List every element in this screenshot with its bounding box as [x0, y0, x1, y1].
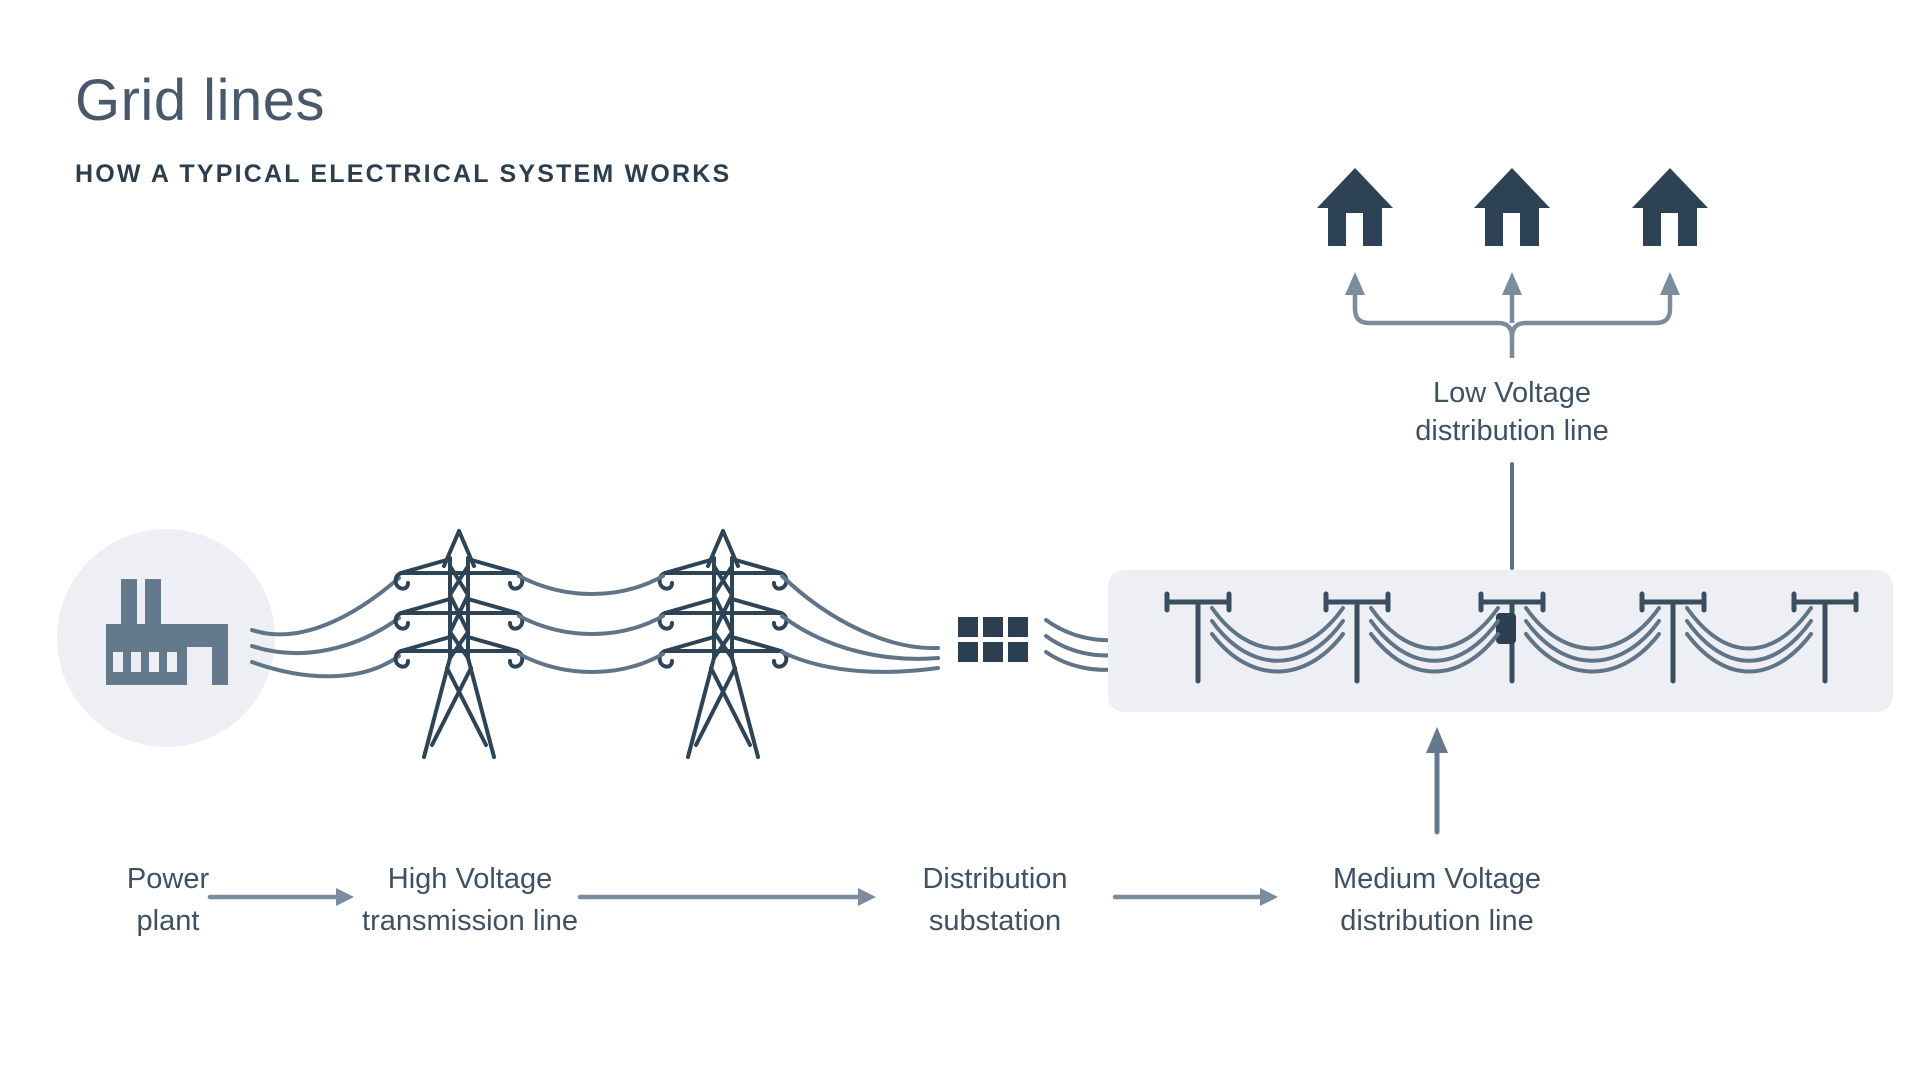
factory-icon	[106, 579, 228, 685]
house-icon	[1474, 168, 1550, 246]
transmission-tower-icon	[393, 529, 525, 759]
utility-pole-icon	[1164, 591, 1859, 684]
house-icon	[1317, 168, 1393, 246]
flow-label-medium-voltage-distribution-line: Medium Voltage distribution line	[1333, 863, 1541, 937]
transmission-tower-icon	[657, 529, 789, 759]
flow-label-distribution-substation: Distribution substation	[922, 863, 1068, 937]
power-line-icon	[780, 574, 940, 674]
flow-label-high-voltage-transmission-line: High Voltage transmission line	[362, 863, 578, 937]
substation-grid-icon	[958, 617, 1028, 662]
arrow-up-icon	[1426, 727, 1448, 835]
page-subtitle: HOW A TYPICAL ELECTRICAL SYSTEM WORKS	[75, 160, 732, 188]
power-line-icon	[1210, 606, 1813, 674]
house-icon	[1632, 168, 1708, 246]
page-title: Grid lines	[75, 68, 325, 133]
arrow-right-icon	[207, 888, 354, 906]
branch-connector-icon	[1345, 272, 1680, 358]
arrow-right-icon	[1112, 888, 1278, 906]
transformer-icon	[1496, 613, 1516, 644]
flow-label-power-plant: Power plant	[126, 863, 210, 937]
power-line-icon	[517, 574, 665, 674]
arrow-right-icon	[577, 888, 876, 906]
power-line-icon	[250, 576, 401, 679]
low-voltage-label: Low Voltage distribution line	[1415, 377, 1609, 447]
